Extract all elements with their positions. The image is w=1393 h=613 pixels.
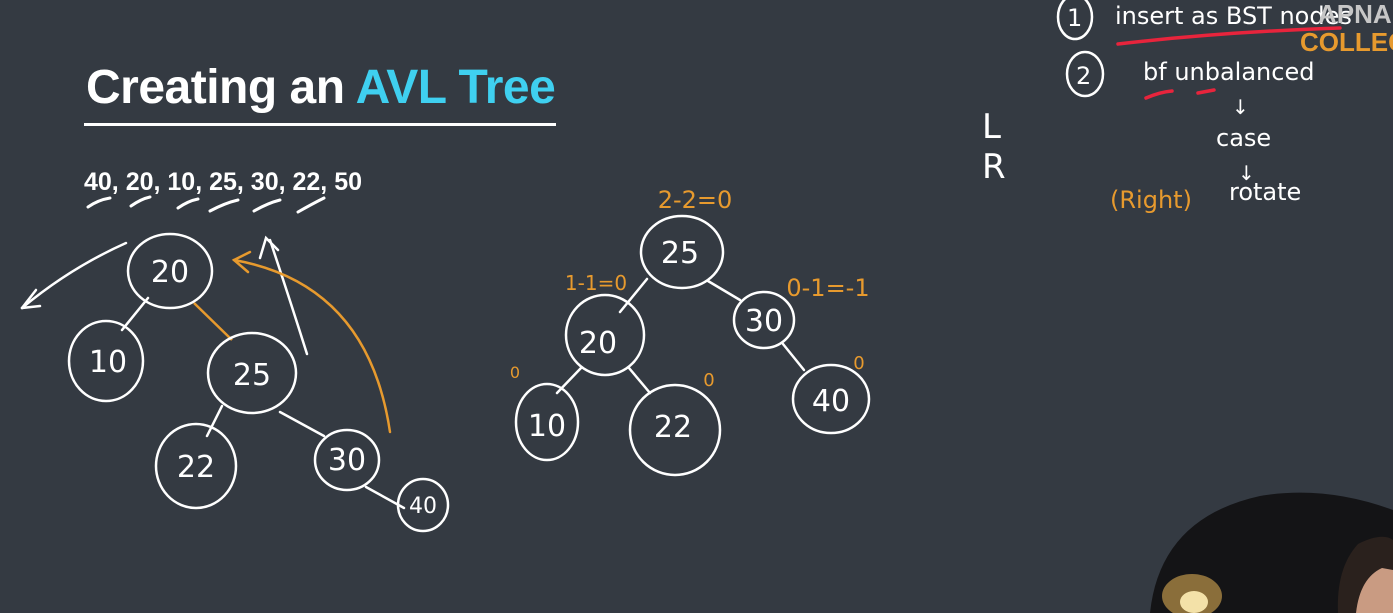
left-node-10-circle — [67, 319, 145, 403]
right-node-10-circle — [514, 382, 580, 462]
bf-node-20: 1-1=0 — [565, 271, 627, 295]
step-text: 1 insert as BST nodes 2 bf unbalanced ↓ … — [1067, 2, 1352, 206]
left-node-22-circle — [154, 422, 238, 510]
left-rotation-arrow — [20, 241, 128, 310]
left-orange-edge — [193, 302, 233, 341]
left-node-30-circle — [313, 428, 381, 492]
orange-rotation-arrow — [231, 250, 392, 434]
brand-line2: COLLEGE — [1300, 27, 1393, 57]
step-circles — [1056, 0, 1105, 98]
studio-light — [1162, 574, 1222, 613]
right-tree-circles — [514, 214, 871, 477]
left-node-40-circle — [396, 477, 450, 533]
left-node-22: 22 — [177, 450, 215, 485]
title-underline — [84, 123, 556, 126]
bf-node-40: 0 — [853, 353, 864, 374]
left-tree-edges — [120, 296, 406, 510]
brand-logo: APNA COLLEGE — [1300, 0, 1393, 60]
l-letter: L — [982, 107, 1001, 147]
bf-node-25: 2-2=0 — [658, 186, 733, 214]
r-letter: R — [982, 147, 1006, 187]
right-node-22-circle — [628, 383, 722, 477]
arrow-1: ↓ — [1232, 95, 1249, 119]
lr-letters: L R — [982, 107, 1006, 187]
bf-node-30: 0-1=-1 — [786, 274, 869, 302]
right-node-20-circle — [564, 293, 646, 377]
step1-text: insert as BST nodes — [1115, 2, 1352, 30]
step1-number: 1 — [1067, 4, 1082, 32]
left-node-20: 20 — [151, 255, 189, 290]
right-node-20: 20 — [579, 326, 617, 361]
step1-circle — [1056, 0, 1094, 41]
up-rotation-arrow — [258, 235, 309, 356]
brand-line1: APNA — [1318, 0, 1392, 29]
right-node-30-circle — [732, 290, 796, 350]
right-node-25-circle — [639, 214, 725, 290]
red-highlights — [1116, 26, 1342, 100]
right-text: (Right) — [1110, 186, 1192, 214]
step1-underline — [1116, 26, 1342, 46]
sequence-ticks — [86, 195, 326, 214]
step2-number: 2 — [1076, 62, 1091, 90]
left-node-25-circle — [206, 331, 298, 415]
right-tree-labels: 25 20 30 10 22 40 — [528, 236, 850, 445]
left-node-20-circle — [126, 232, 214, 310]
left-tree-labels: 20 10 25 22 30 40 — [89, 255, 437, 519]
right-node-10: 10 — [528, 409, 566, 444]
bf-underline — [1144, 89, 1174, 100]
right-node-25: 25 — [661, 236, 699, 271]
page-title: Creating an AVL Tree — [86, 60, 556, 115]
insertion-sequence: 40, 20, 10, 25, 30, 22, 50 — [84, 168, 363, 196]
arrow-2: ↓ — [1238, 161, 1255, 185]
right-node-40-circle — [791, 363, 871, 435]
case-text: case — [1216, 124, 1271, 152]
presenter-webcam — [1150, 488, 1393, 613]
balance-factors: 2-2=0 1-1=0 0-1=-1 0 0 0 — [510, 186, 870, 391]
rotate-text: rotate — [1229, 178, 1301, 206]
left-node-25: 25 — [233, 358, 271, 393]
title-accent: AVL Tree — [355, 61, 556, 114]
bf-node-22: 0 — [703, 370, 714, 391]
left-tree-circles — [67, 232, 450, 533]
step2-text: bf unbalanced — [1143, 58, 1314, 86]
title-prefix: Creating an — [86, 61, 356, 114]
left-node-10: 10 — [89, 345, 127, 380]
bf-node-10: 0 — [510, 363, 520, 382]
left-node-30: 30 — [328, 443, 366, 478]
right-node-40: 40 — [812, 384, 850, 419]
step2-circle — [1065, 50, 1105, 98]
right-node-22: 22 — [654, 410, 692, 445]
un-underline — [1196, 88, 1216, 95]
webcam-feed — [1150, 492, 1393, 613]
left-node-40: 40 — [409, 494, 437, 519]
right-node-30: 30 — [745, 304, 783, 339]
